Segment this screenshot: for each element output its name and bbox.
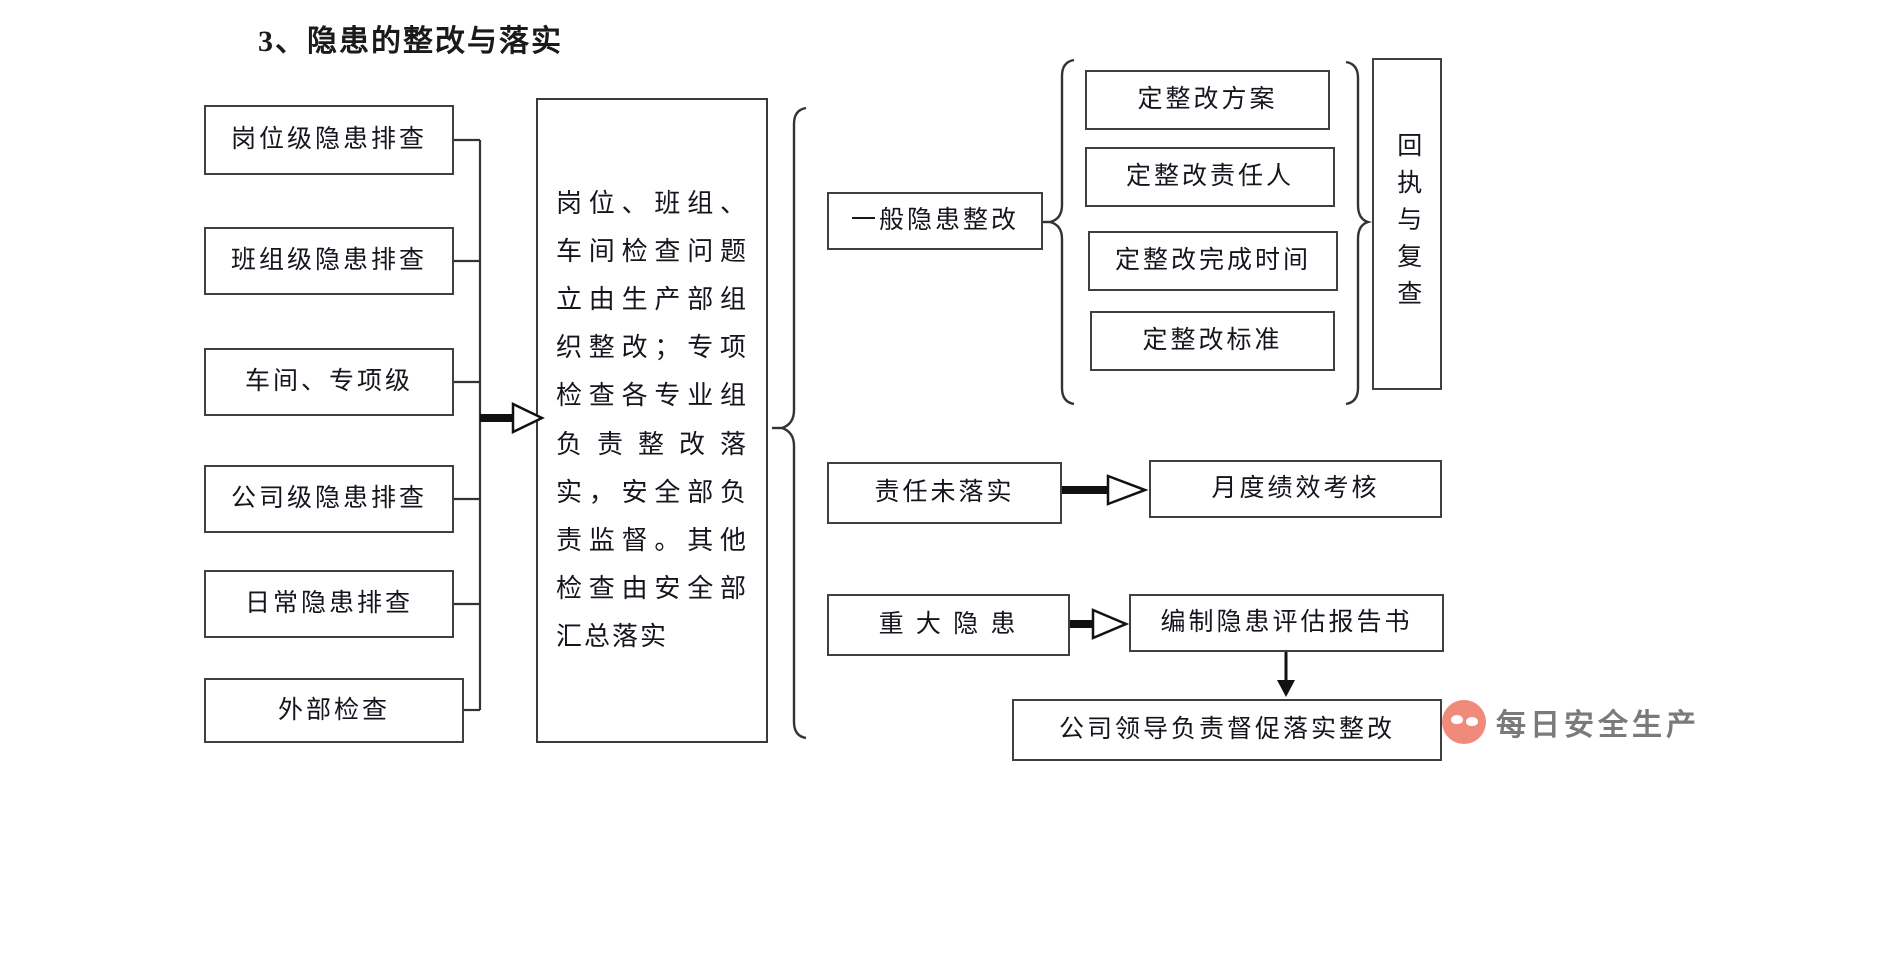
general-hazard-rectify-box[interactable]: 一般隐患整改 (827, 192, 1043, 250)
left-bus-lines (454, 138, 482, 712)
receipt-and-review-label: 回执与复查 (1393, 131, 1421, 317)
left-box-label: 日常隐患排查 (244, 590, 413, 617)
rectify-item-label: 定整改完成时间 (1114, 247, 1311, 274)
rectify-item-standard[interactable]: 定整改标准 (1090, 311, 1335, 371)
receipt-review-brace (1345, 60, 1373, 406)
rectify-item-completion-time[interactable]: 定整改完成时间 (1088, 231, 1338, 291)
center-process-text: 岗位、班组、车间检查问题立由生产部组织整改；专项检查各专业组负责整改落实，安全部… (556, 189, 748, 651)
responsibility-unfulfilled-label: 责任未落实 (874, 479, 1015, 506)
arrow-responsibility-to-assessment (1062, 474, 1149, 506)
hazard-assessment-report-box[interactable]: 编制隐患评估报告书 (1129, 594, 1444, 652)
watermark: 每日安全生产 (1442, 700, 1700, 744)
watermark-label: 每日安全生产 (1496, 709, 1700, 742)
responsibility-unfulfilled-box[interactable]: 责任未落实 (827, 462, 1062, 524)
center-right-brace (772, 106, 807, 740)
page-title: 3、隐患的整改与落实 (258, 25, 563, 58)
left-box-daily-inspection[interactable]: 日常隐患排查 (204, 570, 454, 638)
hazard-assessment-report-label: 编制隐患评估报告书 (1160, 609, 1413, 636)
monthly-performance-assessment-label: 月度绩效考核 (1211, 475, 1380, 502)
left-box-company-level[interactable]: 公司级隐患排查 (204, 465, 454, 533)
wechat-official-account-logo (1442, 700, 1486, 744)
receipt-and-review-box[interactable]: 回执与复查 (1372, 58, 1442, 390)
arrow-left-to-center (480, 402, 545, 434)
left-box-label: 外部检查 (277, 696, 390, 724)
general-hazard-rectify-label: 一般隐患整改 (850, 207, 1019, 234)
left-box-external-inspection[interactable]: 外部检查 (204, 678, 464, 743)
leader-supervise-implementation-box[interactable]: 公司领导负责督促落实整改 (1012, 699, 1442, 761)
left-box-label: 车间、专项级 (244, 368, 413, 395)
arrow-hazard-to-report (1070, 608, 1130, 640)
major-hazard-label: 重 大 隐 患 (878, 611, 1019, 638)
left-box-post-level[interactable]: 岗位级隐患排查 (204, 105, 454, 175)
rectify-items-brace (1043, 58, 1075, 406)
arrow-report-to-leader (1277, 652, 1295, 697)
major-hazard-box[interactable]: 重 大 隐 患 (827, 594, 1070, 656)
left-box-workshop-special-level[interactable]: 车间、专项级 (204, 348, 454, 416)
leader-supervise-implementation-label: 公司领导负责督促落实整改 (1058, 716, 1395, 743)
center-process-box[interactable]: 岗位、班组、车间检查问题立由生产部组织整改；专项检查各专业组负责整改落实，安全部… (536, 98, 768, 743)
rectify-item-label: 定整改责任人 (1125, 163, 1294, 190)
left-box-label: 岗位级隐患排查 (230, 126, 427, 153)
left-box-label: 公司级隐患排查 (230, 485, 427, 512)
rectify-item-label: 定整改方案 (1137, 86, 1278, 113)
rectify-item-label: 定整改标准 (1142, 327, 1283, 354)
monthly-performance-assessment-box[interactable]: 月度绩效考核 (1149, 460, 1442, 518)
left-box-team-level[interactable]: 班组级隐患排查 (204, 227, 454, 295)
left-box-label: 班组级隐患排查 (230, 247, 427, 274)
rectify-item-responsible-person[interactable]: 定整改责任人 (1085, 147, 1335, 207)
rectify-item-plan[interactable]: 定整改方案 (1085, 70, 1330, 130)
